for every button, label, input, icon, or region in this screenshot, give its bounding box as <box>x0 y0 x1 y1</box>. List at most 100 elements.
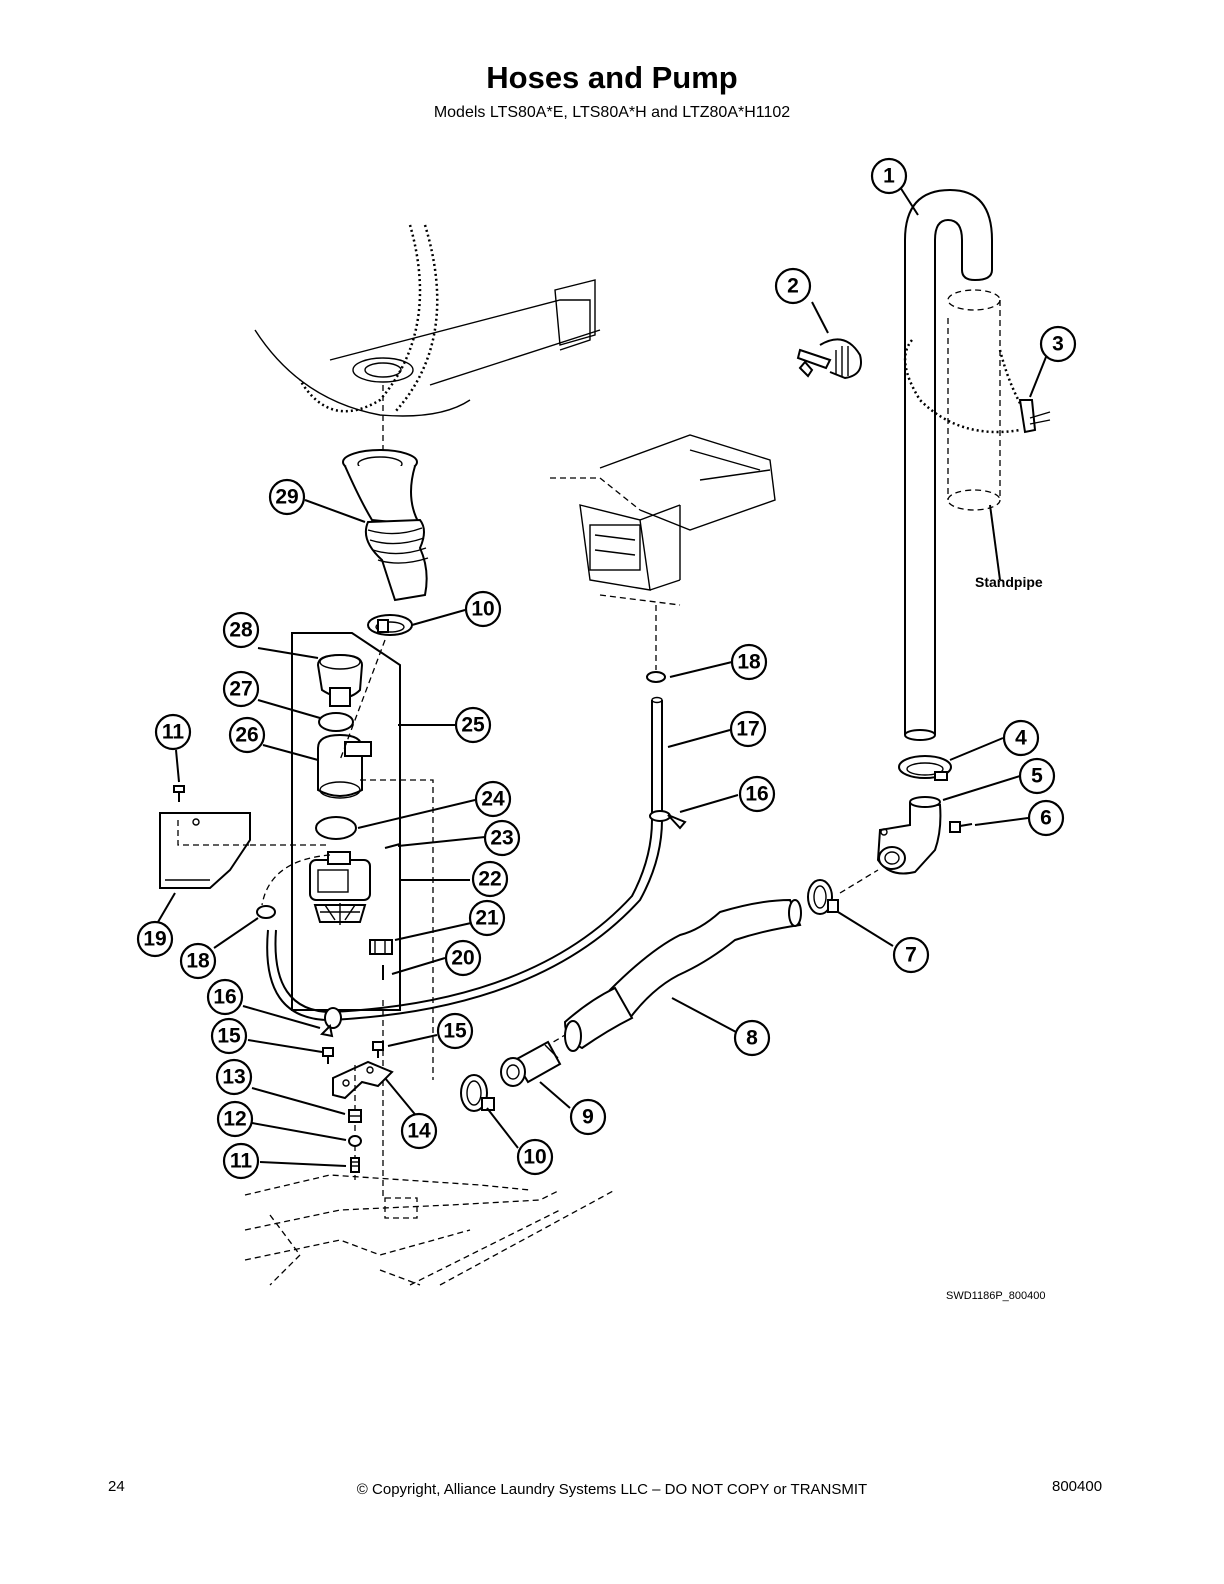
screw-part-23 <box>384 843 401 849</box>
callout-23: 23 <box>483 819 521 857</box>
callout-28: 28 <box>222 611 260 649</box>
callout-9: 9 <box>569 1098 607 1136</box>
callout-29: 29 <box>268 478 306 516</box>
tub-boot-part-29 <box>342 449 429 602</box>
svg-text:11: 11 <box>162 721 185 744</box>
clamp-part-4 <box>898 755 952 781</box>
callout-4: 4 <box>1002 719 1040 757</box>
bead-chain-part-3 <box>903 339 1051 434</box>
svg-text:20: 20 <box>451 947 474 970</box>
callout-11-lower: 11 <box>222 1142 260 1180</box>
clip-part-21 <box>369 939 393 955</box>
callout-24: 24 <box>474 780 512 818</box>
svg-text:7: 7 <box>905 944 917 967</box>
standpipe-label: Standpipe <box>975 574 1043 590</box>
callout-10-lower: 10 <box>516 1138 554 1176</box>
svg-text:14: 14 <box>407 1120 431 1143</box>
callout-11-upper: 11 <box>154 713 192 751</box>
pump-motor-part-22 <box>261 851 371 925</box>
svg-text:24: 24 <box>481 788 505 811</box>
pump-assembly-outline-part-25 <box>291 632 401 1011</box>
pump-inlet-part-28 <box>316 653 364 707</box>
svg-text:13: 13 <box>222 1066 245 1089</box>
screw-part-11-lower <box>350 1157 360 1173</box>
svg-text:18: 18 <box>186 950 210 973</box>
clamp-part-10-lower <box>460 1074 495 1112</box>
callout-20: 20 <box>444 939 482 977</box>
callout-10-upper: 10 <box>464 590 502 628</box>
callout-15-right: 15 <box>436 1012 474 1050</box>
svg-text:8: 8 <box>746 1027 758 1050</box>
svg-text:25: 25 <box>461 714 485 737</box>
svg-text:1: 1 <box>883 165 895 188</box>
svg-text:19: 19 <box>143 928 166 951</box>
svg-text:26: 26 <box>235 724 258 747</box>
callout-27: 27 <box>222 670 260 708</box>
page-subtitle: Models LTS80A*E, LTS80A*H and LTZ80A*H11… <box>433 104 791 121</box>
svg-text:23: 23 <box>490 827 513 850</box>
svg-text:17: 17 <box>736 718 759 741</box>
document-number: 800400 <box>1052 1478 1103 1495</box>
callout-12: 12 <box>216 1100 254 1138</box>
callout-6: 6 <box>1027 799 1065 837</box>
washer-part-12 <box>348 1135 362 1147</box>
callout-18-upper: 18 <box>730 643 768 681</box>
drawing-code: SWD1186P_800400 <box>946 1290 1046 1302</box>
svg-text:27: 27 <box>229 678 252 701</box>
svg-text:4: 4 <box>1015 727 1027 750</box>
screw-part-15-right <box>372 1041 384 1058</box>
nut-part-18-left <box>256 905 276 919</box>
callout-22: 22 <box>471 860 509 898</box>
shield-part-19 <box>159 812 251 889</box>
svg-text:10: 10 <box>471 598 494 621</box>
svg-text:2: 2 <box>787 275 799 298</box>
nut-part-18-upper <box>646 671 666 683</box>
callout-14: 14 <box>400 1112 438 1150</box>
callout-8: 8 <box>733 1019 771 1057</box>
callout-16-upper: 16 <box>738 775 776 813</box>
callout-3: 3 <box>1039 325 1077 363</box>
svg-text:22: 22 <box>478 868 501 891</box>
callout-16-lower: 16 <box>206 978 244 1016</box>
fitting-part-9 <box>500 1040 562 1087</box>
svg-text:12: 12 <box>223 1108 246 1131</box>
cabinet-base <box>244 1174 616 1286</box>
hose-hook-part-1 <box>904 188 993 741</box>
hose-part-17 <box>266 696 663 1022</box>
callout-5: 5 <box>1018 757 1056 795</box>
control-module <box>550 434 776 606</box>
clamp-part-10-upper <box>367 614 413 636</box>
svg-text:16: 16 <box>745 783 768 806</box>
svg-text:9: 9 <box>582 1106 594 1129</box>
svg-text:16: 16 <box>213 986 236 1009</box>
callout-13: 13 <box>215 1058 253 1096</box>
tub-outline <box>254 224 601 455</box>
callout-7: 7 <box>892 936 930 974</box>
pump-body-part-26 <box>317 639 386 799</box>
callout-25: 25 <box>454 706 492 744</box>
clip-part-2 <box>796 338 862 380</box>
screw-part-11-upper <box>173 785 185 802</box>
screw-part-15-left <box>322 1047 334 1064</box>
callout-2: 2 <box>774 267 812 305</box>
svg-text:28: 28 <box>229 619 253 642</box>
grommet-part-13 <box>348 1109 362 1123</box>
page-number: 24 <box>108 1478 125 1495</box>
clamp-part-7 <box>807 879 839 915</box>
callout-26: 26 <box>228 716 266 754</box>
svg-text:29: 29 <box>275 486 298 509</box>
svg-text:11: 11 <box>230 1150 253 1173</box>
hose-clip-part-16-lower <box>319 1007 342 1038</box>
hose-clip-part-16-upper <box>649 810 687 830</box>
svg-text:3: 3 <box>1052 333 1064 356</box>
o-ring-part-24 <box>315 816 357 840</box>
bracket-part-14 <box>332 1060 394 1100</box>
callout-1: 1 <box>870 157 908 195</box>
callout-18-left: 18 <box>179 942 217 980</box>
copyright-notice: © Copyright, Alliance Laundry Systems LL… <box>356 1481 868 1498</box>
svg-text:6: 6 <box>1040 807 1052 830</box>
standpipe <box>947 289 1001 511</box>
drain-hose-part-8 <box>544 898 802 1052</box>
o-ring-part-27 <box>318 712 354 732</box>
